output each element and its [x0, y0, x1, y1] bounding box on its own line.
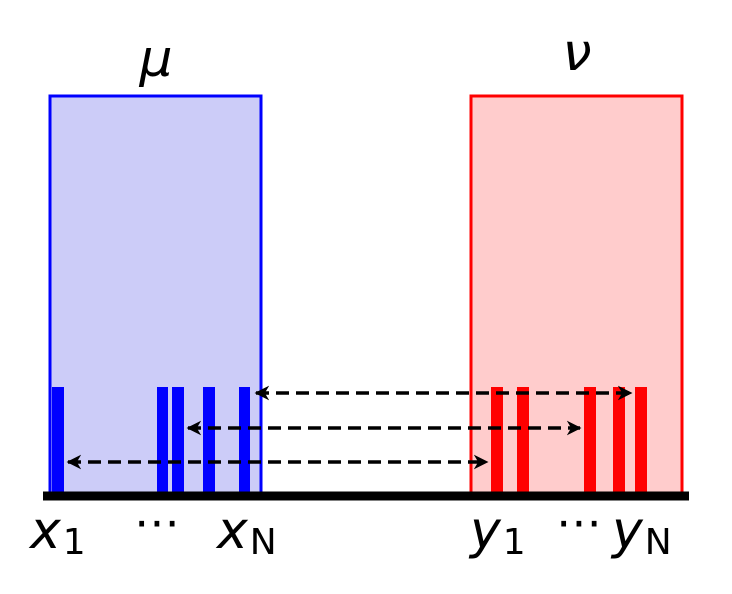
mu-box [48, 94, 263, 497]
y1-label: y1 [468, 501, 526, 563]
mu-label: μ [138, 29, 172, 89]
mu-atom [172, 387, 184, 495]
nu-atom [491, 387, 503, 495]
mu-atom [157, 387, 168, 495]
x1-label: x1 [28, 501, 86, 563]
mu-atom [52, 387, 64, 495]
mu-atom [239, 387, 250, 495]
nu-atom [613, 387, 625, 495]
left-ellipsis: ⋯ [134, 495, 180, 549]
transport-arrows [66, 385, 633, 470]
nu-atom [635, 387, 647, 495]
yN-label: yN [610, 501, 672, 563]
right-ellipsis: ⋯ [556, 495, 602, 549]
nu-label: ν [562, 23, 591, 83]
nu-atom [584, 387, 596, 495]
nu-atoms [491, 387, 647, 495]
xN-label: xN [215, 501, 277, 563]
nu-atom [517, 387, 529, 495]
mu-atom [203, 387, 215, 495]
